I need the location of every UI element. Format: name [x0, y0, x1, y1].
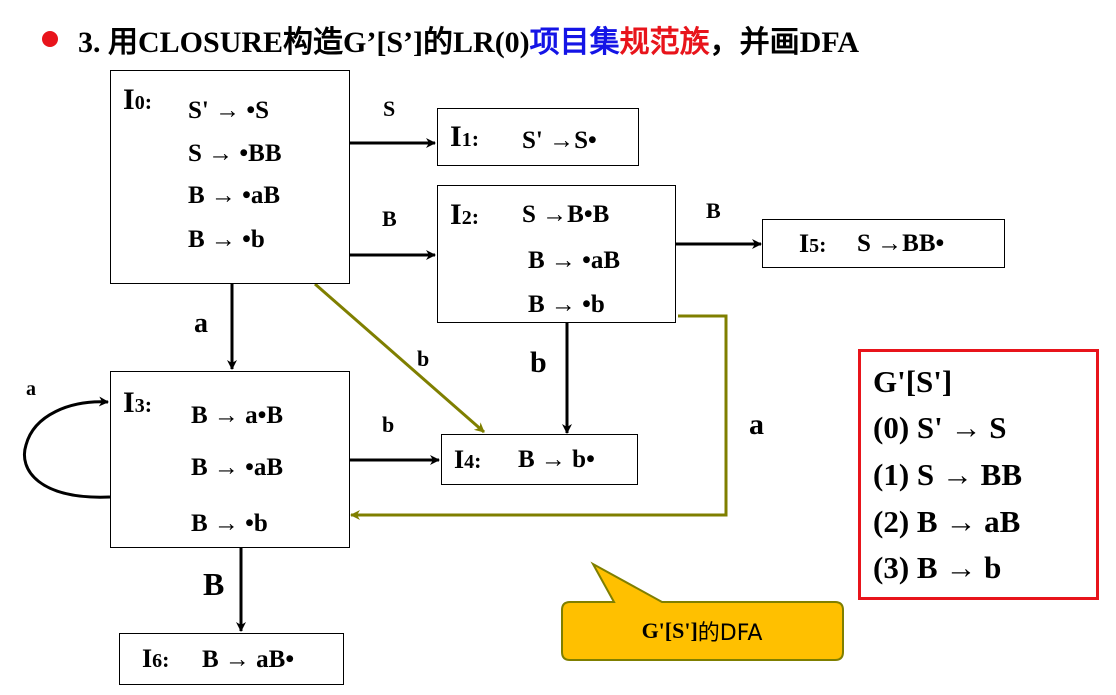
title-prefix: 3. 用CLOSURE构造G’[S’]的LR(0) [78, 26, 530, 59]
lr-item: B → •aB [528, 247, 621, 274]
grammar-rule: (3) B → b [873, 550, 1002, 585]
lr-item: S →B•B [522, 201, 610, 228]
edge-label-i2-i5: B [706, 198, 721, 223]
title-blue-part: 项目集 [529, 26, 620, 59]
lr-item: B → •b [188, 226, 265, 253]
edge-i2-i3 [350, 314, 728, 520]
lr-item: S' → •S [188, 97, 270, 124]
edge-label-i0-i1: S [383, 96, 396, 121]
edge-label-i3-i6: B [203, 566, 225, 602]
edge-label-i2-i3: a [749, 408, 764, 441]
lr-item: B → aB• [202, 646, 295, 673]
edge-label-i2-i4: b [530, 346, 547, 379]
grammar-box: G'[S'] (0) S' → S (1) S → BB (2) B → aB … [858, 349, 1099, 600]
edge-label-i0-i3: a [194, 308, 208, 339]
edge-label-i0-i4: b [417, 346, 430, 371]
state-box-i0: I0: S' → •S S → •BB B → •aB B → •b [110, 70, 350, 284]
lr-item: S' →S• [522, 127, 597, 154]
grammar-rule: (1) S → BB [873, 457, 1022, 492]
callout-shape [561, 561, 844, 661]
lr-item: B → •aB [191, 454, 284, 481]
edge-i3-self [23, 396, 111, 499]
edge-label-i0-i2: B [382, 206, 397, 231]
state-box-i5: I5: S →BB• [762, 219, 1005, 268]
callout-label: G'[S']的DFA [561, 604, 843, 658]
lr-item: B → b• [518, 446, 595, 473]
state-label: I0: [123, 83, 153, 116]
lr-item: B → •b [191, 510, 268, 537]
state-label: I5: [799, 229, 827, 258]
state-box-i4: I4: B → b• [441, 434, 638, 485]
state-box-i6: I6: B → aB• [119, 633, 344, 685]
title-red-part: 规范族 [619, 26, 710, 59]
slide-title: 3. 用CLOSURE构造G’[S’]的LR(0) 项目集 规范族 ，并画DFA [42, 14, 859, 64]
state-label: I4: [454, 445, 482, 474]
grammar-rule: (2) B → aB [873, 504, 1021, 539]
callout-latin: G'[S'] [641, 618, 698, 643]
lr-item: B → •b [528, 291, 605, 318]
lr-item: B → •aB [188, 182, 281, 209]
lr-item: B → a•B [191, 402, 284, 429]
state-label: I3: [123, 386, 153, 419]
state-box-i2: I2: S →B•B B → •aB B → •b [437, 185, 676, 323]
grammar-title: G'[S'] [873, 364, 953, 399]
title-suffix: ，并画DFA [709, 26, 860, 59]
edge-i0-i4 [314, 282, 485, 434]
state-label: I2: [450, 198, 480, 231]
state-label: I1: [450, 120, 480, 153]
grammar-rule: (0) S' → S [873, 410, 1007, 445]
lr-item: S →BB• [857, 230, 945, 257]
lr-item: S → •BB [188, 140, 282, 167]
state-box-i3: I3: B → a•B B → •aB B → •b [110, 371, 350, 548]
state-box-i1: I1: S' →S• [437, 108, 639, 166]
bullet-icon [42, 31, 58, 47]
edge-label-i3-i4: b [382, 412, 395, 437]
state-label: I6: [142, 644, 170, 673]
callout-cjk: 的DFA [697, 621, 763, 646]
edge-label-i3-self: a [26, 378, 36, 400]
